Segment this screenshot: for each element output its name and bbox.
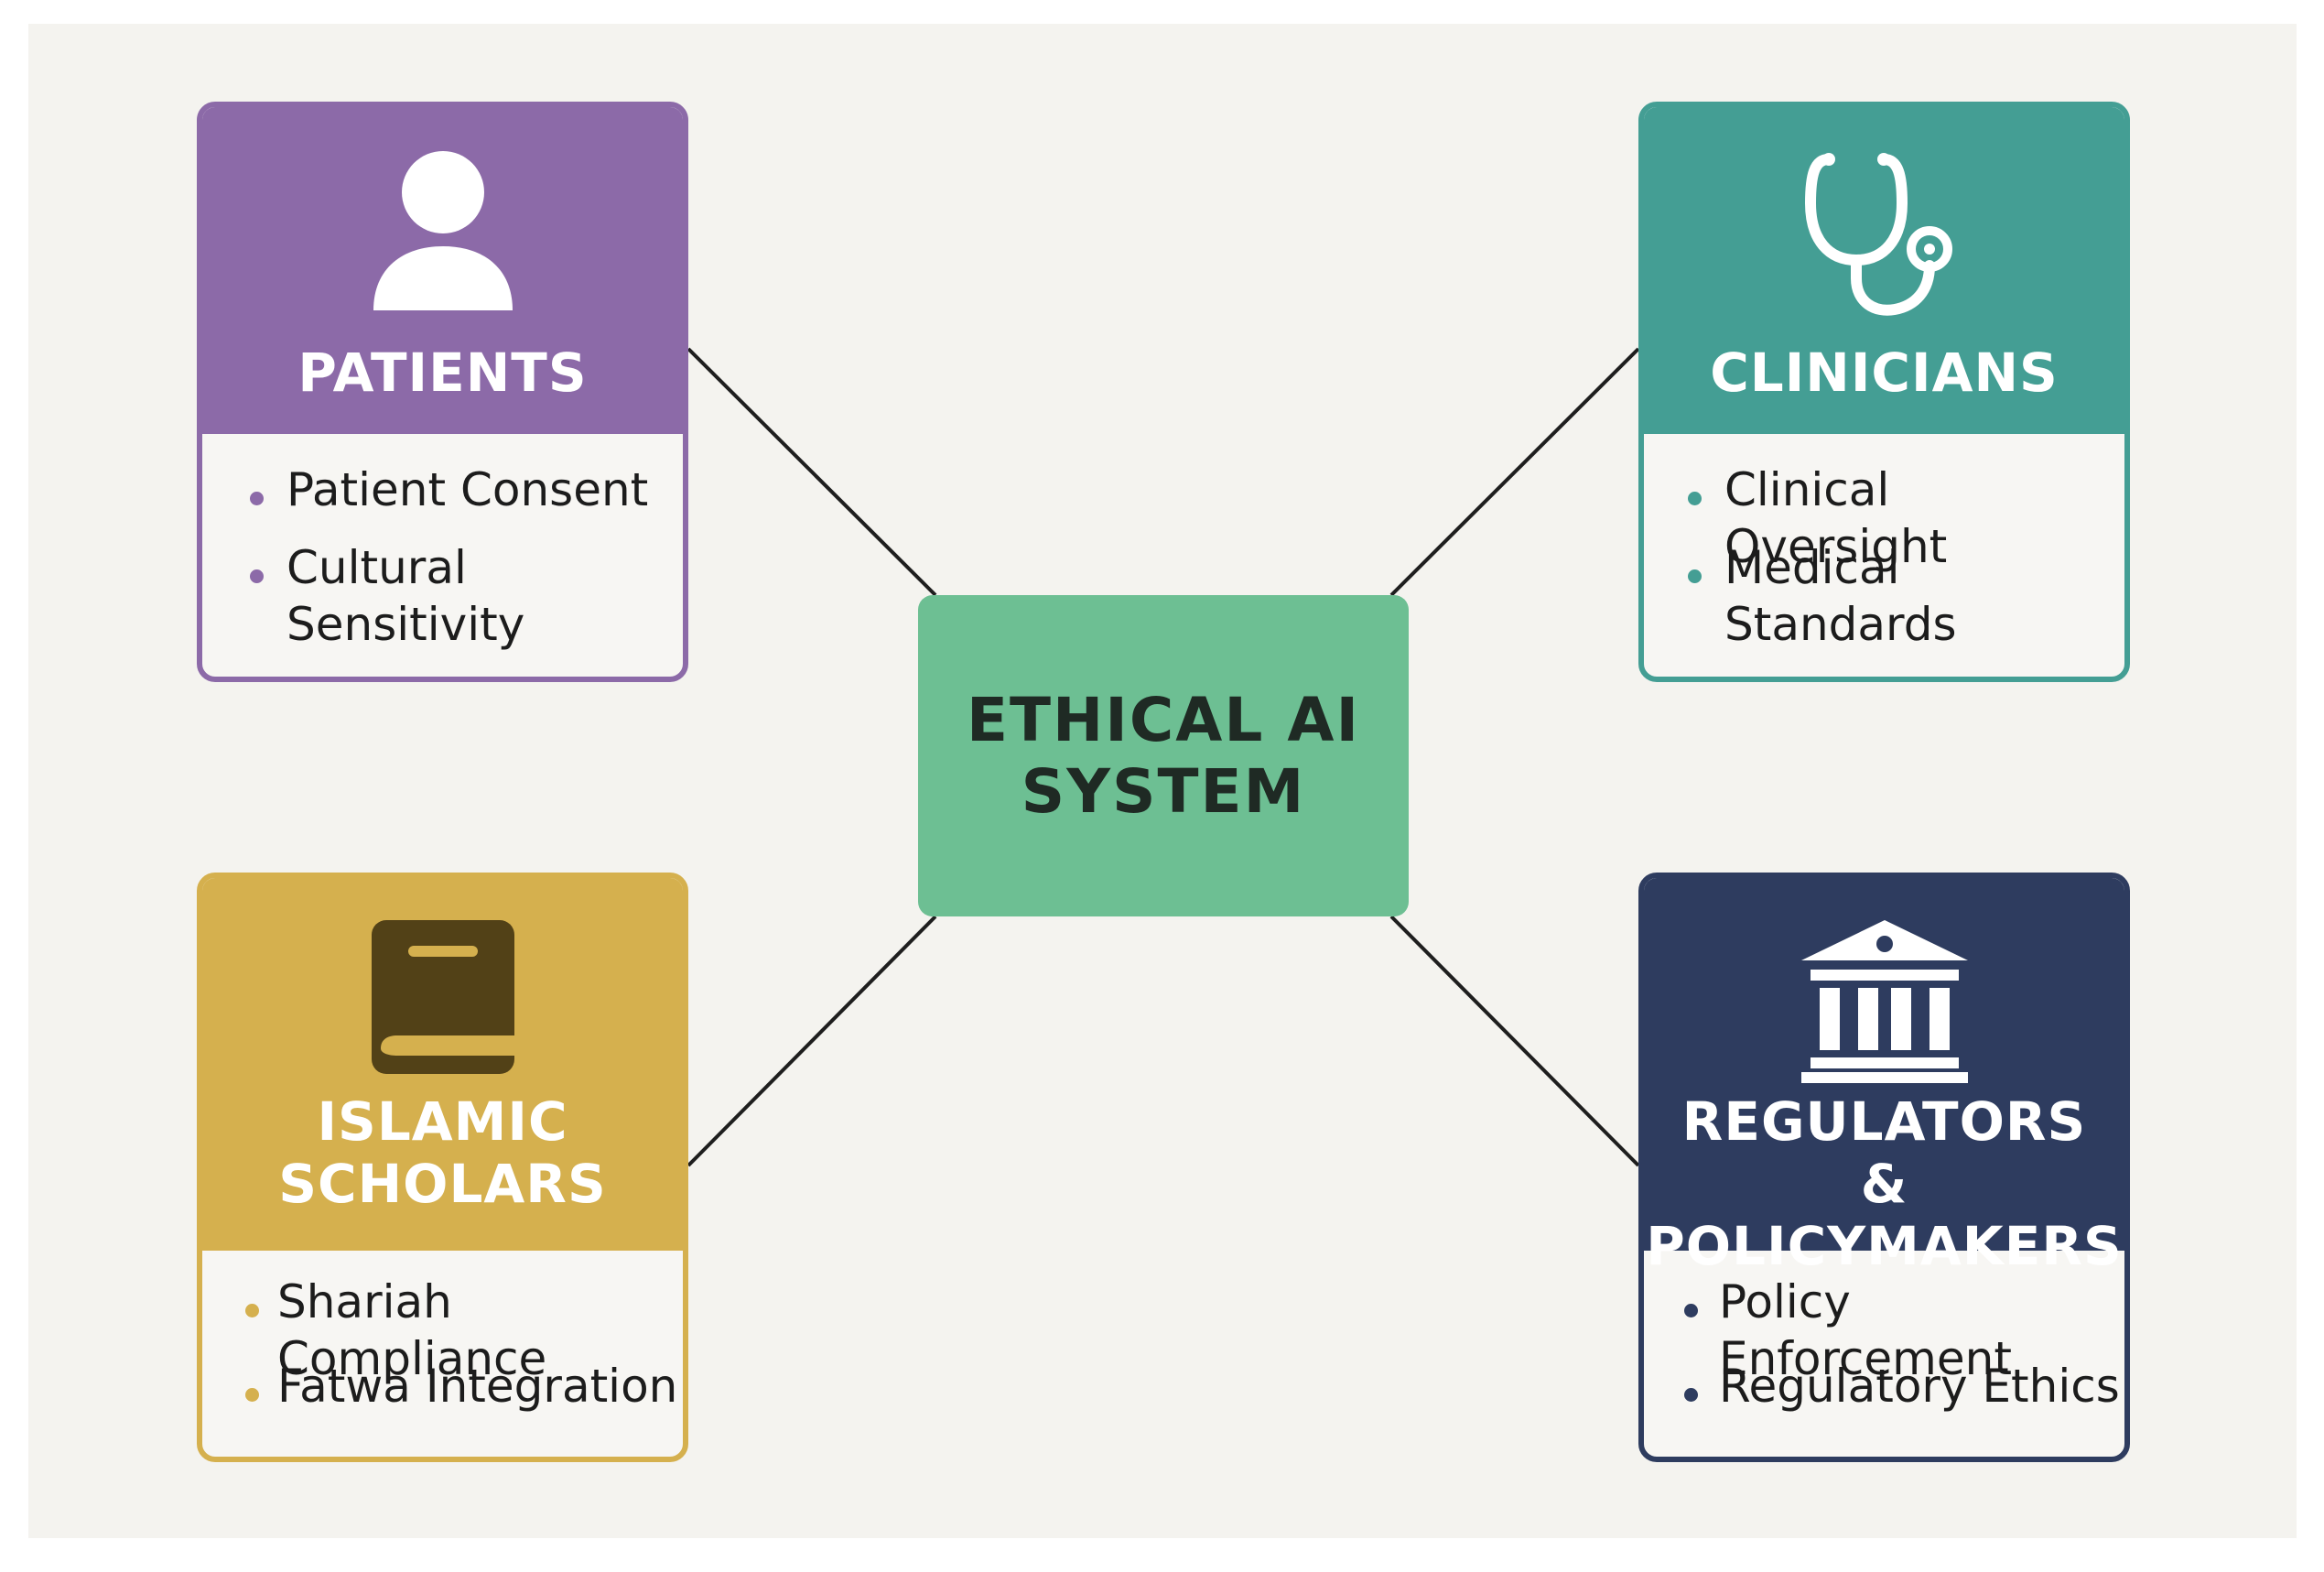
ethical-ai-system-node: ETHICAL AI SYSTEM [918, 595, 1409, 916]
bullet-dot [250, 569, 264, 583]
regulators-card: REGULATORS & POLICYMAKERS Policy Enforce… [1638, 873, 2130, 1462]
bullet-dot [245, 1304, 259, 1317]
patients-item-cultural: Cultural [286, 541, 467, 594]
patients-title: PATIENTS [297, 342, 588, 404]
scholars-item-fatwa: Fatwa Integration [277, 1360, 678, 1413]
clinicians-title: CLINICIANS [1710, 342, 2059, 404]
connector-scholars [686, 915, 937, 1167]
bullet-dot [245, 1388, 259, 1402]
bullet-dot [1688, 569, 1702, 583]
regulators-header: REGULATORS & POLICYMAKERS [1644, 878, 2124, 1277]
patients-header: PATIENTS [202, 107, 683, 434]
government-building-icon [1800, 920, 1968, 1083]
stethoscope-icon [1804, 153, 1952, 316]
clinicians-card: CLINICIANS Clinical Oversight Medical St… [1638, 102, 2130, 682]
clinicians-header: CLINICIANS [1644, 107, 2124, 434]
regulators-item-policy: Policy Enforcement [1719, 1275, 2012, 1385]
bullet-dot [1684, 1388, 1698, 1402]
patients-item-consent: Patient Consent [286, 463, 649, 516]
regulators-title: REGULATORS & POLICYMAKERS [1646, 1090, 2123, 1277]
bullet-dot [250, 492, 264, 505]
bullet-dot [1684, 1304, 1698, 1317]
clinicians-item-medical: Medical [1724, 541, 1900, 594]
person-icon [373, 151, 513, 310]
scholars-title: ISLAMIC SCHOLARS [278, 1090, 607, 1215]
clinicians-item-standards: Standards [1724, 598, 1957, 651]
bullet-dot [1688, 492, 1702, 505]
clinicians-item-oversight: Clinical Oversight [1724, 463, 1948, 573]
scholars-card: ISLAMIC SCHOLARS Shariah Compliance Fatw… [197, 873, 688, 1462]
patients-card: PATIENTS Patient Consent Cultural Sensit… [197, 102, 688, 682]
scholars-item-shariah: Shariah Compliance [277, 1275, 547, 1385]
center-label-line1: ETHICAL AI [966, 684, 1361, 755]
connector-clinicians [1389, 347, 1640, 597]
center-label-line2: SYSTEM [1021, 755, 1306, 827]
book-icon [371, 920, 514, 1074]
connector-patients [686, 347, 937, 597]
scholars-header: ISLAMIC SCHOLARS [202, 878, 683, 1251]
regulators-item-ethics: Regulatory Ethics [1719, 1360, 2120, 1413]
center-label: ETHICAL AI SYSTEM [967, 685, 1360, 828]
patients-item-sensitivity: Sensitivity [286, 598, 525, 651]
connector-regulators [1389, 915, 1640, 1167]
